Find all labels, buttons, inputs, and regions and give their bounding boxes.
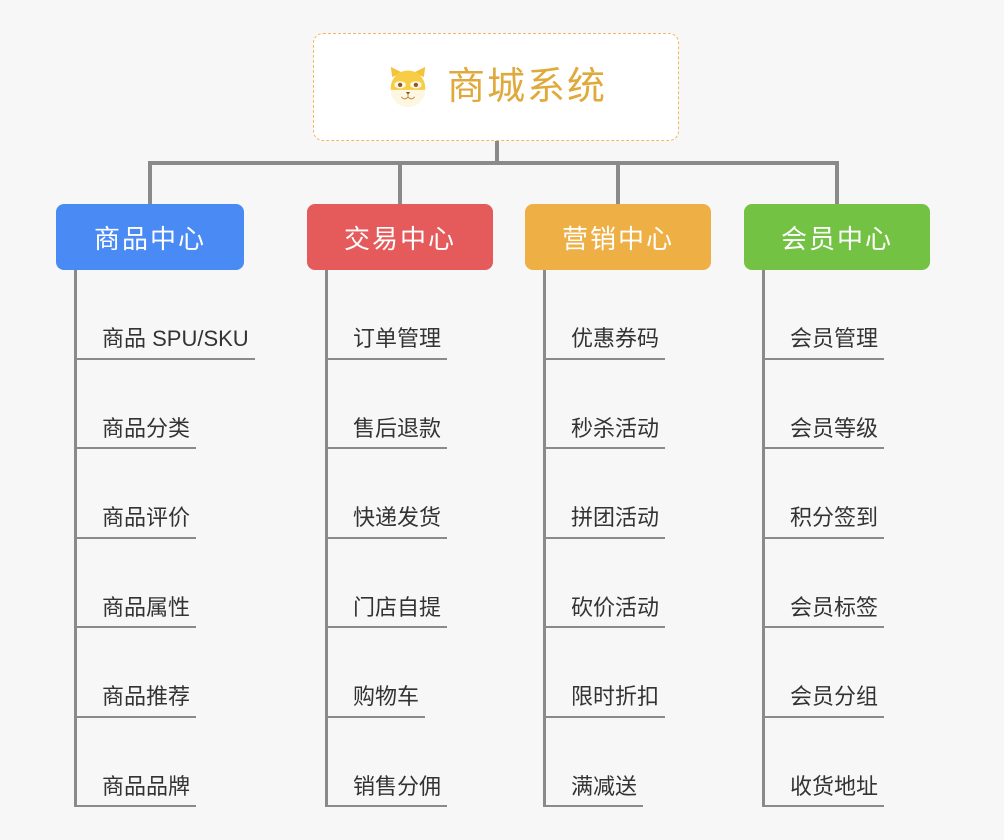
root-title: 商城系统: [446, 66, 607, 108]
branch-header-label-0: 商品中心: [93, 223, 206, 254]
leaf-label: 快递发货: [325, 506, 448, 539]
list-item[interactable]: 限时折扣: [543, 628, 666, 718]
leaf-label: 会员等级: [762, 416, 885, 449]
list-item[interactable]: 售后退款: [325, 360, 448, 449]
dog-face-icon: [385, 64, 431, 110]
leaf-label: 门店自提: [325, 595, 448, 628]
branch-trunk-0: [74, 270, 77, 807]
list-item[interactable]: 商品评价: [74, 449, 255, 539]
branch-header-label-1: 交易中心: [343, 223, 456, 254]
drop-connector-4: [835, 161, 839, 205]
drop-connector-3: [616, 161, 620, 205]
leaf-list-0: 商品 SPU/SKU 商品分类 商品评价 商品属性 商品推荐 商品品牌: [74, 270, 255, 807]
leaf-label: 秒杀活动: [543, 416, 666, 449]
list-item[interactable]: 秒杀活动: [543, 360, 666, 449]
list-item[interactable]: 满减送: [543, 718, 665, 807]
list-item[interactable]: 购物车: [325, 628, 447, 718]
list-item[interactable]: 会员标签: [762, 539, 885, 628]
drop-connector-2: [398, 161, 402, 205]
list-item[interactable]: 商品品牌: [74, 718, 255, 807]
leaf-list-2: 优惠券码 秒杀活动 拼团活动 砍价活动 限时折扣 满减送: [543, 270, 666, 807]
root-node[interactable]: 商城系统: [313, 33, 679, 141]
leaf-label: 商品分类: [74, 416, 197, 449]
leaf-label: 订单管理: [325, 327, 448, 360]
list-item[interactable]: 积分签到: [762, 449, 885, 539]
leaf-label: 优惠券码: [543, 327, 666, 360]
root-stem-connector: [495, 141, 499, 164]
leaf-label: 销售分佣: [325, 774, 448, 807]
leaf-label: 收货地址: [762, 774, 885, 807]
branch-header-2[interactable]: 营销中心: [525, 204, 711, 270]
leaf-label: 会员分组: [762, 685, 885, 718]
list-item[interactable]: 商品属性: [74, 539, 255, 628]
leaf-list-3: 会员管理 会员等级 积分签到 会员标签 会员分组 收货地址: [762, 270, 885, 807]
list-item[interactable]: 会员等级: [762, 360, 885, 449]
leaf-label: 商品品牌: [74, 774, 197, 807]
leaf-label: 售后退款: [325, 416, 448, 449]
list-item[interactable]: 快递发货: [325, 449, 448, 539]
branch-trunk-2: [543, 270, 546, 807]
leaf-label: 商品属性: [74, 595, 197, 628]
list-item[interactable]: 收货地址: [762, 718, 885, 807]
leaf-label: 限时折扣: [543, 685, 666, 718]
leaf-label: 满减送: [543, 774, 644, 807]
horizontal-bus-connector: [148, 161, 839, 165]
list-item[interactable]: 订单管理: [325, 270, 448, 360]
leaf-label: 商品评价: [74, 506, 197, 539]
list-item[interactable]: 门店自提: [325, 539, 448, 628]
branch-header-label-3: 会员中心: [780, 223, 893, 254]
leaf-label: 会员管理: [762, 327, 885, 360]
branch-trunk-3: [762, 270, 765, 807]
list-item[interactable]: 商品 SPU/SKU: [74, 270, 255, 360]
list-item[interactable]: 优惠券码: [543, 270, 666, 360]
branch-trunk-1: [325, 270, 328, 807]
list-item[interactable]: 拼团活动: [543, 449, 666, 539]
list-item[interactable]: 会员管理: [762, 270, 885, 360]
leaf-list-1: 订单管理 售后退款 快递发货 门店自提 购物车 销售分佣: [325, 270, 448, 807]
branch-header-3[interactable]: 会员中心: [744, 204, 930, 270]
leaf-label: 积分签到: [762, 506, 885, 539]
list-item[interactable]: 商品推荐: [74, 628, 255, 718]
leaf-label: 商品推荐: [74, 685, 197, 718]
leaf-label: 拼团活动: [543, 506, 666, 539]
branch-header-1[interactable]: 交易中心: [307, 204, 493, 270]
leaf-label: 会员标签: [762, 595, 885, 628]
leaf-label: 购物车: [325, 685, 426, 718]
list-item[interactable]: 会员分组: [762, 628, 885, 718]
drop-connector-1: [148, 161, 152, 205]
list-item[interactable]: 商品分类: [74, 360, 255, 449]
list-item[interactable]: 砍价活动: [543, 539, 666, 628]
branch-header-0[interactable]: 商品中心: [56, 204, 244, 270]
branch-header-label-2: 营销中心: [561, 223, 674, 254]
leaf-label: 砍价活动: [543, 595, 666, 628]
list-item[interactable]: 销售分佣: [325, 718, 448, 807]
leaf-label: 商品 SPU/SKU: [74, 327, 255, 360]
